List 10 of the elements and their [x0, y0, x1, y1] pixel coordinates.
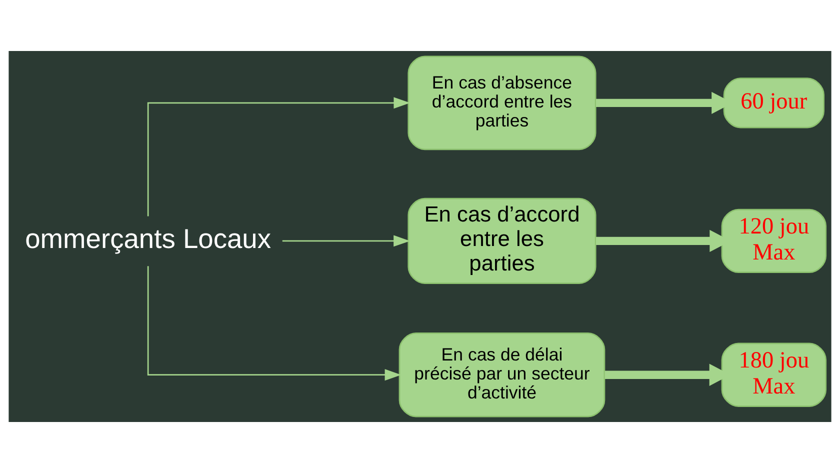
arrow	[147, 266, 402, 381]
node-box: En cas de délai précisé par un secteur d’activité	[398, 332, 606, 418]
arrow	[147, 97, 410, 216]
node-box: 180 jou Max	[721, 342, 827, 407]
arrow	[282, 235, 410, 247]
node-box: 60 jour	[723, 78, 824, 128]
node-box: En cas d’absence d’accord entre les parties	[408, 56, 596, 150]
node-text: ommerçants Locaux	[25, 222, 272, 254]
node-box: En cas d’accord entre les parties	[408, 198, 596, 284]
node-box: 120 jou Max	[721, 208, 827, 274]
